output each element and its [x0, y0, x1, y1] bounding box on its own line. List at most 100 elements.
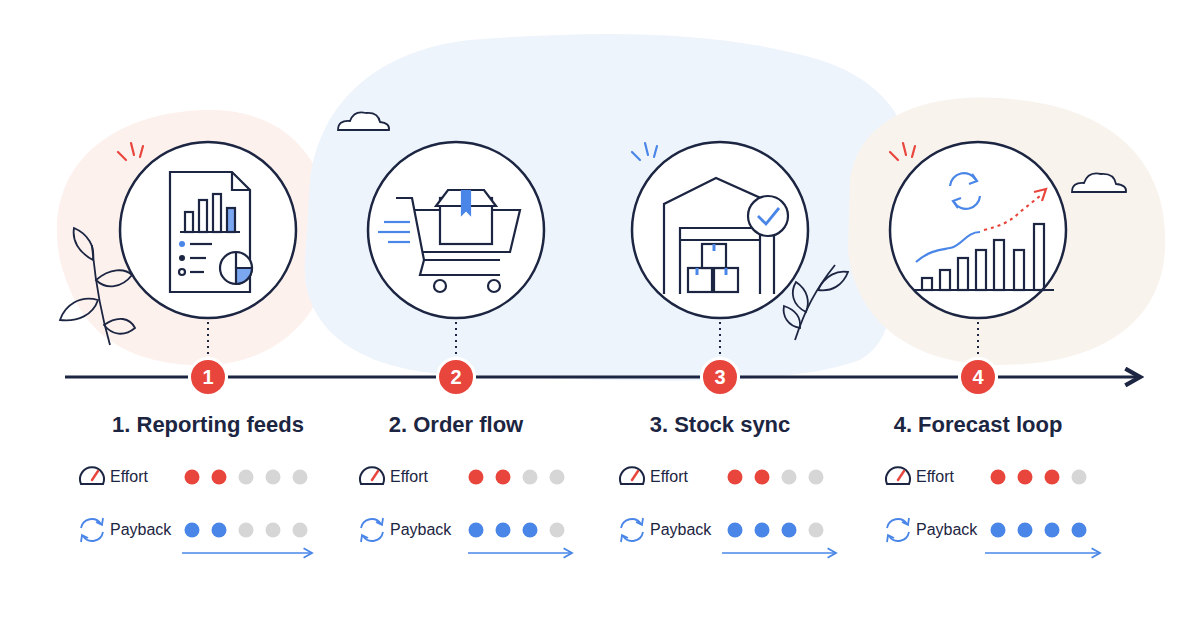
illustration-stroke	[632, 152, 640, 160]
illustration-stroke	[954, 196, 980, 209]
payback-dot	[266, 523, 281, 538]
cycle-icon	[361, 518, 383, 542]
payback-label: Payback	[390, 521, 451, 539]
effort-dot	[239, 470, 254, 485]
illustration-stroke	[1014, 250, 1024, 290]
step-number: 3	[714, 366, 725, 389]
step-number: 4	[972, 366, 983, 389]
illustration-stroke	[680, 228, 760, 294]
payback-dot	[809, 523, 824, 538]
effort-dot	[496, 470, 511, 485]
payback-dot	[991, 523, 1006, 538]
illustration-stroke	[420, 260, 500, 275]
illustration-stroke	[697, 244, 726, 275]
payback-arrow	[468, 552, 572, 554]
illustration-stroke	[434, 280, 446, 292]
illustration-stroke	[680, 239, 760, 241]
illustration-stroke	[758, 208, 779, 224]
illustration-stroke	[688, 268, 712, 292]
effort-dot	[728, 470, 743, 485]
payback-dot	[523, 523, 538, 538]
blue-blob	[305, 34, 912, 381]
gauge-icon	[360, 467, 384, 484]
cloud	[1072, 173, 1126, 192]
illustration-stroke	[977, 322, 979, 356]
payback-arrow	[722, 552, 836, 554]
report-icon	[170, 172, 252, 292]
effort-label: Effort	[390, 468, 428, 486]
illustration-stroke	[220, 252, 252, 284]
gauge-needle	[898, 471, 904, 480]
timeline-segment	[740, 376, 958, 379]
illustration-stroke	[976, 250, 986, 290]
payback-label: Payback	[650, 521, 711, 539]
payback-dot	[293, 523, 308, 538]
step-title: 4. Forecast loop	[894, 412, 1063, 438]
effort-dot	[469, 470, 484, 485]
illustration-stroke	[384, 221, 410, 223]
payback-dot	[755, 523, 770, 538]
effort-dot	[1072, 470, 1087, 485]
gauge-icon	[620, 467, 644, 484]
gauge-needle	[372, 471, 378, 480]
effort-dot	[755, 470, 770, 485]
illustration-stroke	[654, 146, 657, 157]
illustration-stroke	[950, 173, 976, 186]
illustration-stroke	[912, 146, 915, 157]
timeline-axis	[65, 376, 188, 379]
pink-blob	[57, 110, 332, 365]
gauge-needle	[632, 471, 638, 480]
payback-label: Payback	[110, 521, 171, 539]
illustration-stroke	[940, 270, 950, 290]
effort-dot	[550, 470, 565, 485]
illustration-stroke	[179, 255, 185, 261]
payback-dot	[1018, 523, 1033, 538]
illustration-stroke	[227, 208, 235, 232]
illustration-stroke	[462, 190, 470, 214]
illustration-stroke	[80, 467, 1100, 553]
payback-dot	[550, 523, 565, 538]
effort-dot	[185, 470, 200, 485]
illustration-stroke	[984, 196, 1040, 230]
illustration-stroke	[748, 196, 788, 236]
step-number: 2	[450, 366, 461, 389]
illustration-stroke	[713, 244, 716, 251]
payback-label: Payback	[916, 521, 977, 539]
illustration-stroke	[1034, 189, 1046, 201]
effort-dot	[809, 470, 824, 485]
illustration-stroke	[488, 280, 500, 292]
illustration-stroke	[793, 282, 808, 312]
payback-dot	[1045, 523, 1060, 538]
illustration-stroke	[818, 272, 848, 291]
illustration-stroke	[92, 245, 110, 345]
effort-dot	[1045, 470, 1060, 485]
payback-dot	[469, 523, 484, 538]
illustration-stroke	[890, 142, 1066, 318]
warehouse-icon	[664, 178, 788, 294]
illustration-stroke	[1034, 224, 1044, 290]
illustration-stroke	[388, 241, 410, 243]
illustration-stroke	[702, 244, 726, 268]
effort-label: Effort	[650, 468, 688, 486]
illustration-stroke	[784, 306, 801, 328]
illustration-stroke	[378, 231, 410, 233]
beige-blob	[848, 98, 1165, 365]
step-title: 1. Reporting feeds	[112, 412, 304, 438]
step-number-circle: 4	[958, 357, 998, 397]
illustration-stroke	[96, 270, 132, 286]
payback-dot	[212, 523, 227, 538]
illustration-stroke	[664, 178, 774, 294]
gauge-needle	[92, 471, 98, 480]
rating-row	[360, 467, 572, 553]
effort-dot	[266, 470, 281, 485]
rating-row	[620, 467, 836, 553]
gauge-icon	[886, 467, 910, 484]
step-title: 3. Stock sync	[650, 412, 791, 438]
dotted-drop-line	[208, 322, 978, 356]
effort-dot	[212, 470, 227, 485]
step-number-circle: 2	[436, 357, 476, 397]
illustration-stroke	[118, 152, 126, 160]
illustration-stroke	[190, 257, 206, 259]
